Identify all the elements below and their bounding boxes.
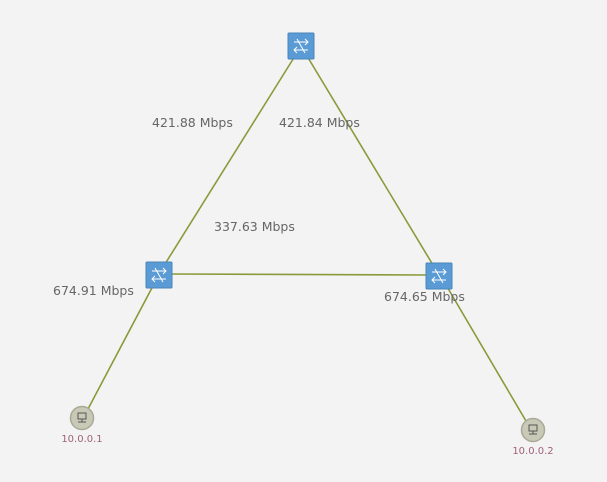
host-icon [528,424,538,435]
host-node-h1[interactable] [69,405,95,431]
switch-node-s2[interactable] [145,261,173,289]
switch-node-s1[interactable] [287,32,315,60]
link-h2-s3[interactable] [445,284,527,422]
switch-icon [431,268,447,284]
link-label-s1-s3: 421.84 Mbps [279,115,360,130]
link-s2-s3[interactable] [169,273,429,276]
link-label-s1-s2: 421.88 Mbps [152,115,233,130]
link-s1-s3[interactable] [306,55,434,266]
host-label-h2: 10.0.0.2 [512,446,553,457]
link-label-h2-s3: 674.65 Mbps [384,289,465,304]
switch-node-s3[interactable] [425,262,453,290]
host-node-h2[interactable] [520,417,546,443]
host-icon [77,412,87,423]
switch-icon [293,38,309,54]
link-s1-s2[interactable] [164,55,296,265]
link-h1-s2[interactable] [87,283,155,410]
host-label-h1: 10.0.0.1 [61,434,102,445]
link-label-h1-s2: 674.91 Mbps [53,283,134,298]
switch-icon [151,267,167,283]
link-label-s2-s3: 337.63 Mbps [214,219,295,234]
